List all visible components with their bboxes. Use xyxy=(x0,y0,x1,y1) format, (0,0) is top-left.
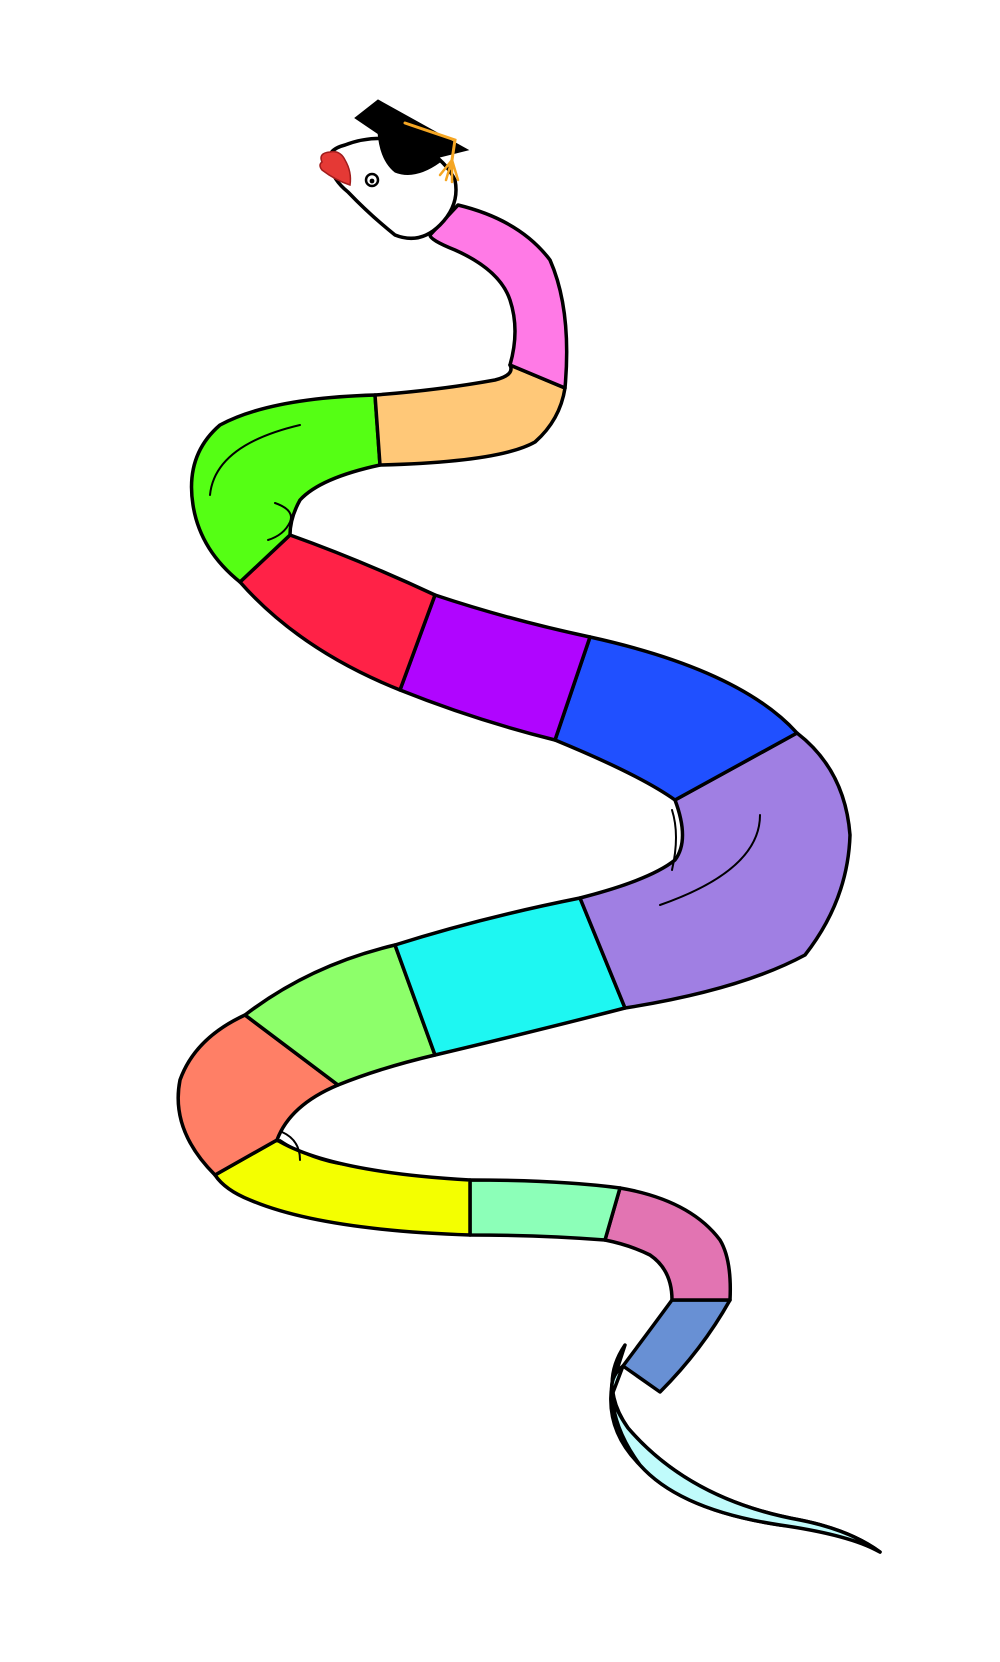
snake-segment-5 xyxy=(398,593,592,742)
belly-crease-middle-curl xyxy=(671,809,677,871)
snake-segment-6 xyxy=(553,635,799,802)
graduation-cap-tassel xyxy=(438,158,460,184)
belly-crease-lower xyxy=(279,1139,346,1166)
snake-pupil xyxy=(369,178,375,184)
snake-segment-2 xyxy=(373,363,567,467)
belly-crease-upper-curl xyxy=(267,502,292,541)
belly-crease-middle xyxy=(659,814,761,906)
snake-segment-14 xyxy=(621,1298,732,1394)
graduation-cap-crown xyxy=(377,131,441,175)
snake-segment-13 xyxy=(603,1186,733,1302)
snake-tongue xyxy=(319,150,352,186)
belly-crease-upper xyxy=(209,424,301,496)
belly-crease-lower-curl xyxy=(281,1131,301,1161)
snake-neck-segment xyxy=(428,203,569,390)
snake-segment-3 xyxy=(189,393,382,584)
graduation-cap-icon xyxy=(354,99,470,184)
snake-segment-4 xyxy=(238,533,437,692)
graduation-cap-tassel-cord xyxy=(403,121,457,162)
snake-segment-12 xyxy=(468,1178,622,1242)
snake-tail-segment-fill xyxy=(609,1364,882,1554)
